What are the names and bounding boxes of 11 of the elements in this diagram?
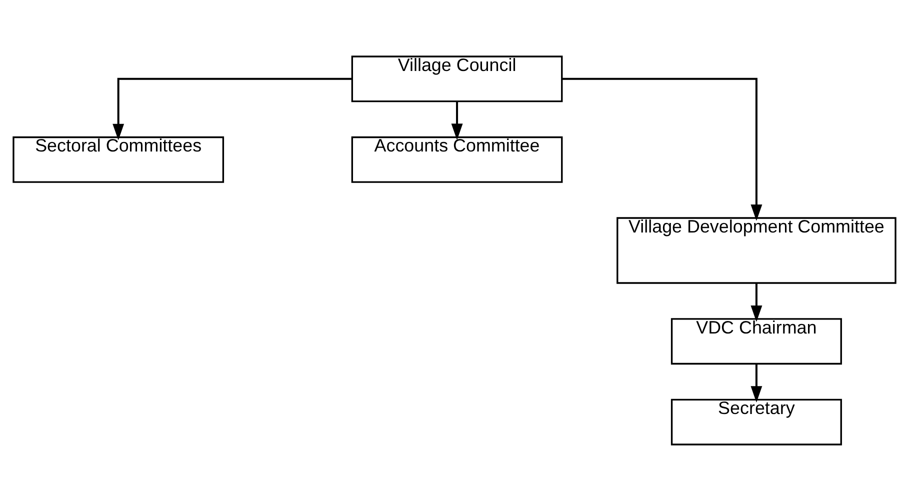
node-box: Village Council: [351, 56, 563, 102]
arrow: [112, 78, 352, 140]
arrow: [451, 101, 463, 140]
arrow: [750, 283, 762, 322]
node-box: Accounts Committee: [351, 136, 563, 183]
node-box: VDC Chairman: [670, 318, 842, 365]
node-box: Village Development Committee: [616, 217, 896, 284]
node-box: Sectoral Committees: [12, 136, 224, 183]
arrow: [562, 78, 762, 221]
arrow: [750, 364, 762, 402]
node-box: Secretary: [670, 398, 842, 446]
